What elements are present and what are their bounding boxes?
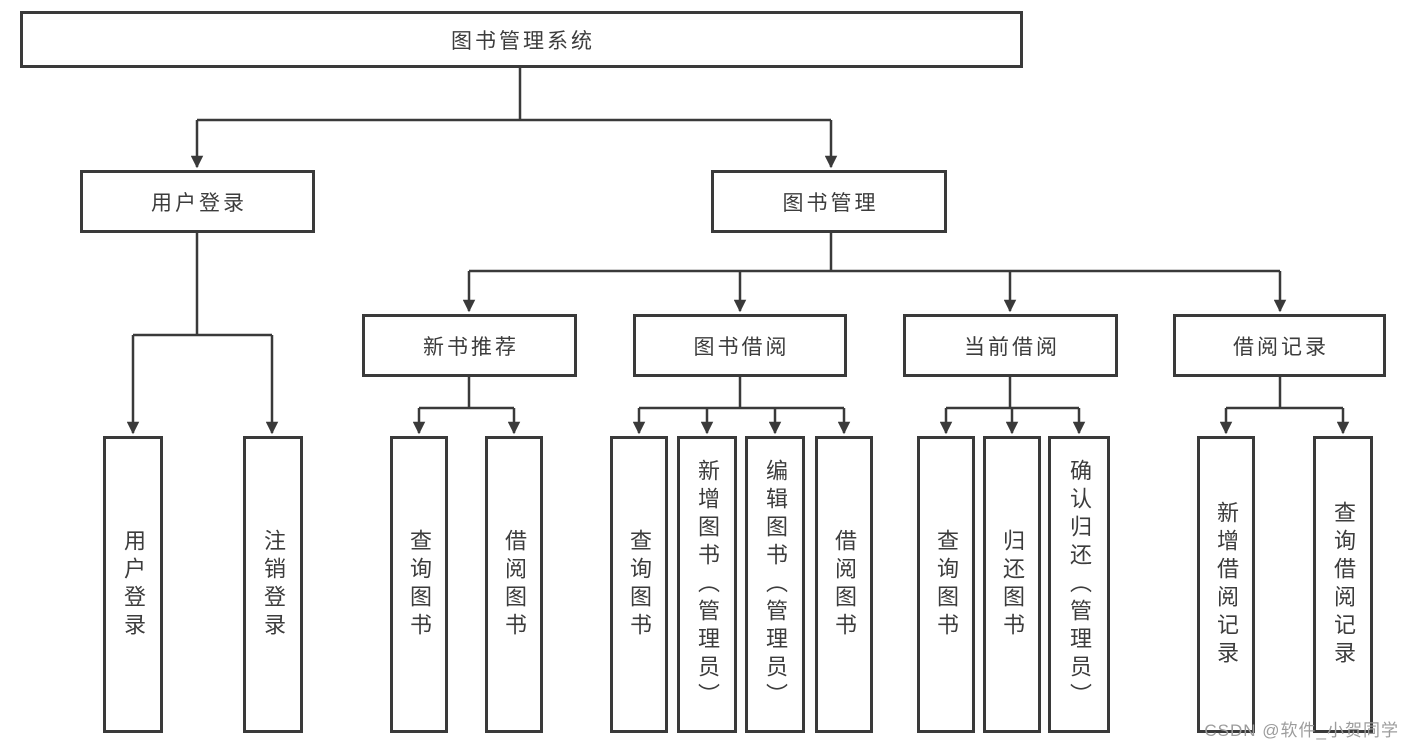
node-rec-query-book: 查询图书 [390, 436, 448, 733]
node-rec-borrow-book-label: 借阅图书 [502, 528, 527, 641]
node-book-borrow: 图书借阅 [633, 314, 847, 377]
node-cb-confirm-return-label: 确认归还（管理员） [1067, 458, 1092, 711]
node-cb-query-book-label: 查询图书 [934, 528, 959, 641]
node-borrow-record-label: 借阅记录 [1233, 335, 1329, 359]
node-book-mgmt-label: 图书管理 [782, 191, 879, 215]
node-new-book-rec: 新书推荐 [362, 314, 577, 377]
node-user-login-label: 用户登录 [151, 191, 247, 215]
node-cb-return-book: 归还图书 [983, 436, 1041, 733]
node-book-mgmt: 图书管理 [711, 170, 947, 233]
node-br-query-record: 查询借阅记录 [1313, 436, 1373, 733]
node-br-query-record-label: 查询借阅记录 [1331, 500, 1356, 669]
node-leaf-logout: 注销登录 [243, 436, 303, 733]
node-root-label: 图书管理系统 [451, 29, 595, 53]
node-bb-edit-book: 编辑图书（管理员） [745, 436, 805, 733]
node-cb-return-book-label: 归还图书 [1000, 528, 1025, 641]
node-bb-borrow-book-label: 借阅图书 [832, 528, 857, 641]
node-user-login: 用户登录 [80, 170, 315, 233]
node-leaf-user-login: 用户登录 [103, 436, 163, 733]
node-br-add-record: 新增借阅记录 [1197, 436, 1255, 733]
node-current-borrow-label: 当前借阅 [964, 335, 1060, 359]
node-leaf-logout-label: 注销登录 [261, 528, 286, 641]
node-bb-query-book: 查询图书 [610, 436, 668, 733]
node-bb-edit-book-label: 编辑图书（管理员） [763, 458, 788, 711]
node-root: 图书管理系统 [20, 11, 1023, 68]
node-rec-borrow-book: 借阅图书 [485, 436, 543, 733]
node-new-book-rec-label: 新书推荐 [423, 335, 519, 359]
node-borrow-record: 借阅记录 [1173, 314, 1386, 377]
node-cb-query-book: 查询图书 [917, 436, 975, 733]
node-rec-query-book-label: 查询图书 [407, 528, 432, 641]
node-br-add-record-label: 新增借阅记录 [1214, 500, 1239, 669]
node-cb-confirm-return: 确认归还（管理员） [1048, 436, 1110, 733]
node-current-borrow: 当前借阅 [903, 314, 1118, 377]
csdn-watermark: CSDN @软件_小贺同学 [1204, 721, 1399, 740]
node-bb-query-book-label: 查询图书 [627, 528, 652, 641]
node-bb-add-book-label: 新增图书（管理员） [695, 458, 720, 711]
node-bb-borrow-book: 借阅图书 [815, 436, 873, 733]
node-bb-add-book: 新增图书（管理员） [677, 436, 737, 733]
node-book-borrow-label: 图书借阅 [693, 335, 790, 359]
node-leaf-user-login-label: 用户登录 [121, 528, 146, 641]
